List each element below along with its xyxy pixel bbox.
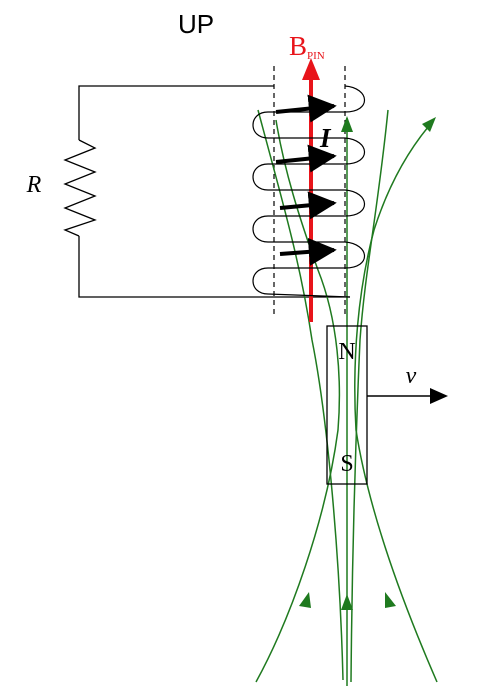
field-arrowheads	[299, 116, 436, 610]
current-arrows	[275, 94, 337, 266]
field-line-left-inner	[257, 109, 344, 681]
field-arrow-right-bottom	[385, 592, 396, 608]
b-pin-label: BPIN	[289, 31, 325, 62]
current-label: I	[319, 123, 332, 153]
velocity-arrowhead	[430, 388, 448, 404]
magnetic-field-lines	[255, 109, 438, 686]
solenoid-coil	[252, 85, 365, 298]
direction-label: UP	[178, 9, 214, 39]
north-pole-label: N	[338, 339, 355, 365]
b-pin-arrowhead	[302, 58, 320, 80]
velocity-label: v	[406, 363, 417, 389]
field-arrow-right-top	[422, 117, 436, 132]
field-arrow-center-top	[341, 116, 353, 132]
field-line-left-outer	[255, 119, 341, 683]
field-line-right-inner	[350, 109, 389, 683]
south-pole-label: S	[340, 451, 353, 477]
field-arrow-left-bottom	[299, 592, 311, 608]
field-line-right-outer	[354, 119, 438, 683]
field-arrow-center-bottom	[341, 594, 353, 610]
resistor-label: R	[26, 172, 42, 198]
resistor	[63, 139, 97, 237]
circuit-wire	[78, 85, 350, 298]
bar-magnet	[326, 325, 368, 485]
